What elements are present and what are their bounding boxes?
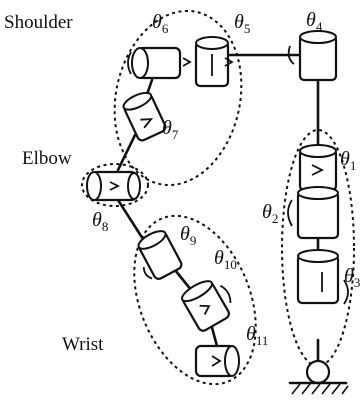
theta11-label: θ11 [246, 323, 268, 348]
shoulder-label: Shoulder [4, 12, 73, 33]
theta6-label: θ6 [152, 11, 169, 36]
base-group-outline [281, 129, 355, 367]
theta8-label: θ8 [92, 209, 108, 234]
base-pivot-circle [305, 359, 331, 385]
shoulder-group-outline [113, 9, 243, 187]
wrist-label: Wrist [62, 334, 104, 355]
joint-theta2 [287, 186, 340, 240]
theta3-label: θ3 [344, 265, 360, 290]
wrist-group-outline [133, 214, 257, 386]
joint-theta11 [194, 344, 240, 378]
joint-theta5 [194, 36, 234, 88]
theta7-label: θ7 [162, 117, 179, 142]
joint-theta1 [298, 144, 338, 192]
joint-theta7 [122, 91, 167, 142]
elbow-label: Elbow [22, 148, 72, 169]
ground-hatching [291, 383, 349, 395]
joint-theta9 [137, 230, 183, 280]
theta1-label: θ1 [340, 148, 356, 173]
theta4-label: θ4 [306, 9, 323, 34]
joint-theta4 [287, 30, 338, 82]
joint-theta8 [86, 170, 141, 202]
base-ground [288, 359, 349, 395]
joint-theta6 [127, 46, 192, 80]
theta5-label: θ5 [234, 11, 250, 36]
theta10-label: θ10 [214, 247, 237, 272]
elbow-group-outline [81, 163, 149, 207]
joint-theta3 [296, 249, 349, 305]
link-theta7-to-theta8 [116, 133, 137, 172]
theta9-label: θ9 [180, 223, 196, 248]
joint-theta10 [180, 280, 232, 332]
theta2-label: θ2 [262, 201, 278, 226]
